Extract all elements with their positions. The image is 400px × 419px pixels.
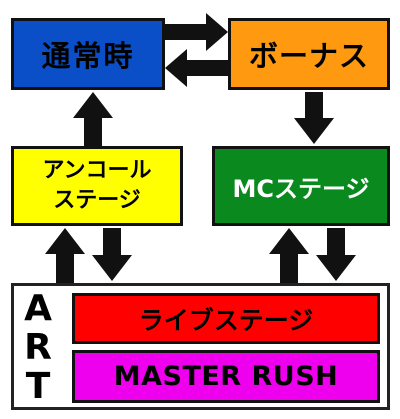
encore-stage-box: アンコール ステージ [11, 146, 183, 226]
art-vertical-label: A R T [18, 290, 58, 406]
arrow-encore-to-normal [73, 92, 113, 146]
bonus-state-box: ボーナス [228, 18, 390, 90]
encore-stage-label-line2: ステージ [53, 188, 141, 213]
arrow-art-to-encore [45, 228, 85, 283]
normal-state-box: 通常時 [11, 18, 165, 90]
bonus-state-label: ボーナス [248, 39, 369, 73]
master-rush-label: MASTER RUSH [113, 361, 339, 392]
encore-stage-label-line1: アンコール [42, 158, 152, 183]
art-letter-t: T [25, 366, 51, 407]
art-letter-r: R [24, 327, 52, 368]
master-rush-box: MASTER RUSH [72, 350, 380, 403]
live-stage-label: ライブステージ [138, 305, 314, 335]
arrow-bonus-to-normal [165, 49, 228, 87]
arrow-bonus-to-mc [294, 92, 334, 144]
arrow-encore-to-art [92, 228, 132, 281]
mc-stage-label: MCステージ [232, 174, 370, 203]
arrow-normal-to-bonus [165, 13, 228, 51]
normal-state-label: 通常時 [41, 39, 135, 73]
art-letter-a: A [24, 288, 52, 329]
live-stage-box: ライブステージ [72, 293, 380, 344]
arrow-art-to-mc [269, 228, 309, 283]
arrow-mc-to-art [316, 228, 356, 281]
mc-stage-box: MCステージ [212, 146, 390, 226]
